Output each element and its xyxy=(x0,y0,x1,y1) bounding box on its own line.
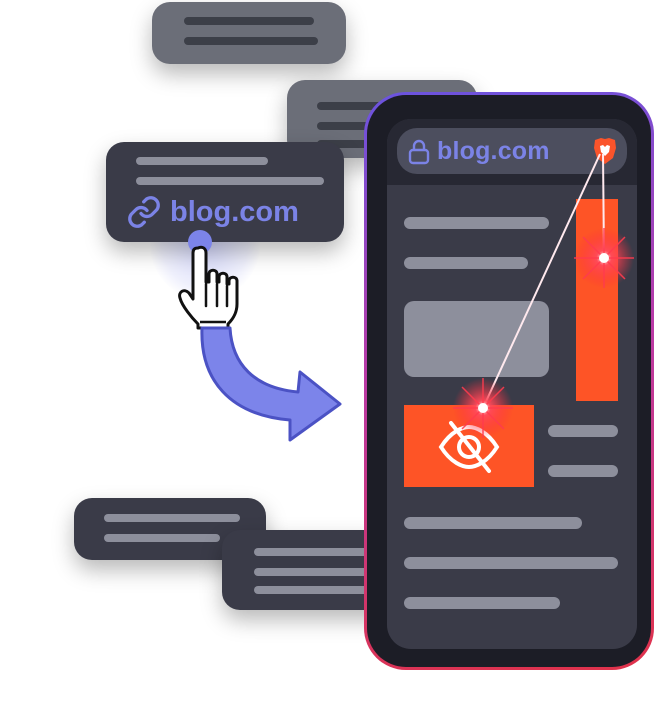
content-line xyxy=(404,217,549,229)
text-line xyxy=(136,157,268,165)
text-line xyxy=(184,17,314,25)
content-line xyxy=(404,257,528,269)
link-card[interactable]: blog.com xyxy=(106,142,344,242)
text-line xyxy=(254,586,374,594)
address-bar-url[interactable]: blog.com xyxy=(437,137,550,165)
content-line xyxy=(548,465,618,477)
text-line xyxy=(104,534,220,542)
text-line xyxy=(317,102,427,110)
laser-beam xyxy=(482,153,601,409)
phone-body: blog.com xyxy=(367,95,651,667)
text-line xyxy=(254,548,374,556)
lock-icon xyxy=(408,139,430,165)
content-line xyxy=(404,597,560,609)
content-line xyxy=(548,425,618,437)
text-line xyxy=(254,568,374,576)
feed-card-top xyxy=(152,2,346,64)
text-line xyxy=(184,37,318,45)
text-line xyxy=(104,514,240,522)
redirect-arrow-icon xyxy=(200,326,342,442)
text-line xyxy=(136,177,324,185)
link-icon xyxy=(128,196,160,228)
hand-pointer-icon xyxy=(178,245,239,330)
content-line xyxy=(404,517,582,529)
content-image-placeholder xyxy=(404,301,549,377)
link-url-text[interactable]: blog.com xyxy=(170,196,299,228)
brave-lion-icon[interactable] xyxy=(591,136,619,166)
address-bar[interactable]: blog.com xyxy=(397,128,627,174)
browser-screen: blog.com xyxy=(387,119,637,649)
content-line xyxy=(404,557,618,569)
phone: blog.com xyxy=(364,92,654,670)
